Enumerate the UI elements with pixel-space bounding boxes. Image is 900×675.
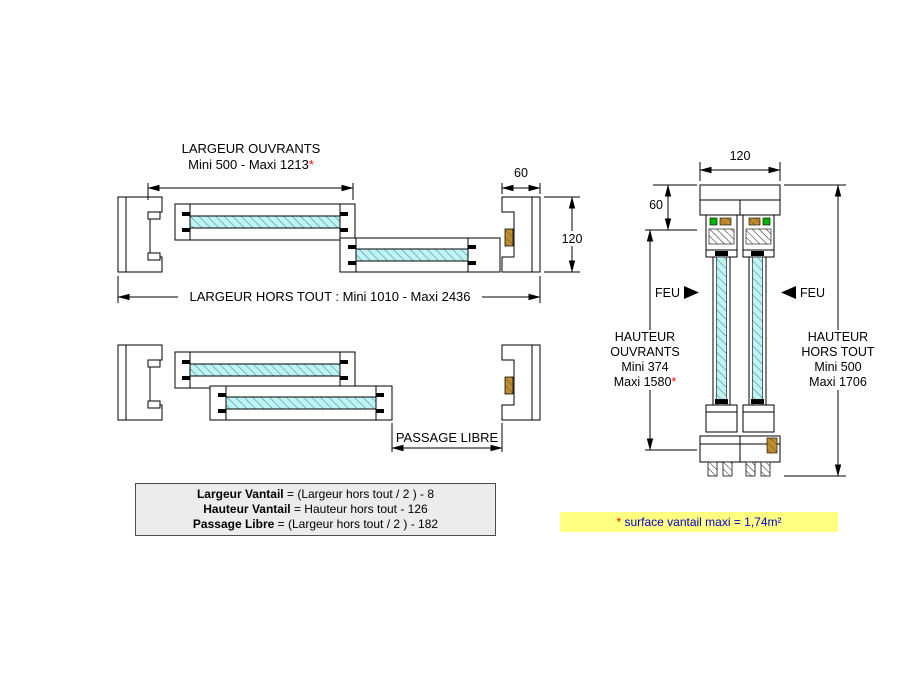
frame-jamb-right bbox=[501, 196, 541, 273]
dim-120-plan: 120 bbox=[544, 196, 589, 273]
sash-bottom-rails bbox=[705, 404, 775, 433]
sash-top-rails bbox=[705, 214, 775, 258]
seal-brown bbox=[504, 376, 514, 395]
dim-120-label: 120 bbox=[562, 232, 583, 246]
red-asterisk: * bbox=[308, 157, 314, 172]
vertical-section bbox=[699, 184, 781, 477]
sill-foot bbox=[760, 461, 771, 477]
sill-foot bbox=[722, 461, 733, 477]
intumescent-seal bbox=[745, 228, 772, 245]
plan-view-closed bbox=[117, 196, 541, 273]
largeur-ouvrants-range: Mini 500 - Maxi 1213* bbox=[188, 157, 314, 172]
dim-120-section: 120 bbox=[699, 149, 781, 181]
frame-jamb-left bbox=[117, 344, 163, 421]
note-asterisk: * bbox=[616, 515, 622, 529]
dim-60-plan: 60 bbox=[501, 166, 541, 194]
glazing-strip bbox=[716, 256, 727, 406]
red-asterisk: * bbox=[671, 375, 677, 389]
dim-largeur-ouvrants bbox=[147, 183, 354, 200]
dim-60-section: 60 bbox=[645, 184, 697, 231]
frame-jamb-right bbox=[501, 344, 541, 421]
glazing-gasket bbox=[182, 212, 190, 216]
sill-frame bbox=[699, 435, 781, 477]
feu-right-arrow-icon bbox=[684, 286, 699, 299]
glazing-strip bbox=[189, 363, 341, 377]
feu-left-arrow-icon bbox=[781, 286, 796, 299]
dim-120-section-label: 120 bbox=[730, 149, 751, 163]
dim-60-label: 60 bbox=[514, 166, 528, 180]
plan-view-open bbox=[117, 344, 541, 421]
head-frame bbox=[699, 184, 781, 216]
largeur-ouvrants-title: LARGEUR OUVRANTS bbox=[181, 141, 321, 156]
frame-jamb-left bbox=[117, 196, 163, 273]
formula-passage-libre: Passage Libre = (Largeur hors tout / 2 )… bbox=[192, 517, 439, 531]
seal-brown bbox=[766, 437, 778, 454]
label-hauteur-ouvrants: HAUTEUR OUVRANTS Mini 374 Maxi 1580* bbox=[603, 330, 687, 390]
sash-upper bbox=[174, 203, 356, 241]
seal-green bbox=[762, 217, 771, 226]
dim-60-section-label: 60 bbox=[649, 198, 663, 212]
seal-brown bbox=[719, 217, 732, 226]
glazing-strip bbox=[752, 256, 763, 406]
glazing-strip bbox=[355, 248, 469, 262]
glazing-strip bbox=[189, 215, 341, 229]
intumescent-seal bbox=[708, 228, 735, 245]
feu-indicator-right: FEU bbox=[781, 286, 825, 300]
glazing-strip bbox=[225, 396, 377, 410]
formula-largeur-vantail: Largeur Vantail = (Largeur hors tout / 2… bbox=[196, 487, 435, 501]
feu-right-label: FEU bbox=[800, 286, 825, 300]
feu-left-label: FEU bbox=[655, 286, 680, 300]
seal-green bbox=[709, 217, 718, 226]
label-passage-libre: PASSAGE LIBRE bbox=[395, 430, 499, 445]
sill-foot bbox=[707, 461, 718, 477]
seal-brown bbox=[504, 228, 514, 247]
seal-brown bbox=[748, 217, 761, 226]
sash-upper bbox=[174, 351, 356, 389]
feu-indicator-left: FEU bbox=[655, 286, 699, 300]
label-largeur-hors-tout: LARGEUR HORS TOUT : Mini 1010 - Maxi 243… bbox=[178, 289, 482, 305]
glazing-panels bbox=[712, 251, 767, 406]
dim-passage-libre bbox=[391, 423, 503, 452]
sash-lower bbox=[339, 237, 501, 273]
label-largeur-ouvrants: LARGEUR OUVRANTS Mini 500 - Maxi 1213* bbox=[148, 141, 354, 173]
surface-note: * surface vantail maxi = 1,74m² bbox=[560, 512, 838, 532]
formula-hauteur-vantail: Hauteur Vantail = Hauteur hors tout - 12… bbox=[203, 502, 428, 516]
label-hauteur-hors-tout: HAUTEUR HORS TOUT Mini 500 Maxi 1706 bbox=[796, 330, 880, 390]
sill-foot bbox=[745, 461, 756, 477]
formula-box: Largeur Vantail = (Largeur hors tout / 2… bbox=[135, 483, 496, 536]
sash-lower bbox=[209, 385, 393, 421]
note-text: surface vantail maxi = 1,74m² bbox=[621, 515, 782, 529]
